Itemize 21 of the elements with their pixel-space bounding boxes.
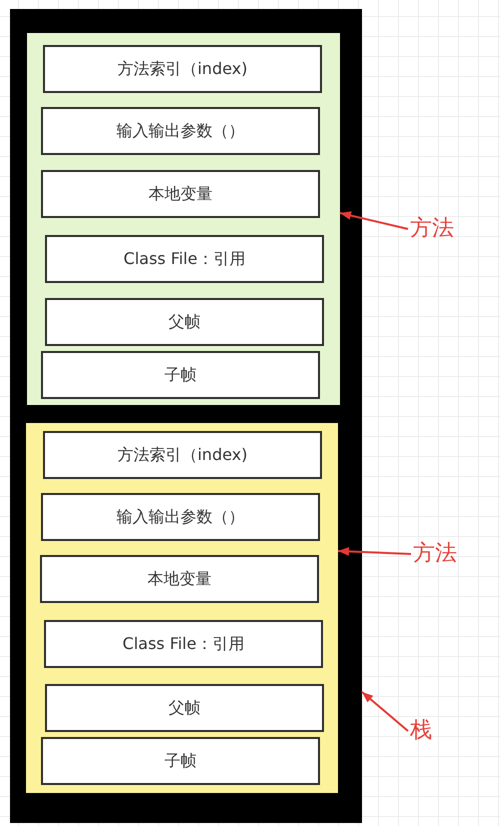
frame-item-box: Class File：引用 bbox=[44, 620, 323, 668]
frame-item-box: 方法索引（index) bbox=[43, 431, 322, 479]
annotation-arrow bbox=[340, 211, 408, 230]
frame-item-box: 输入输出参数（） bbox=[41, 493, 320, 541]
annotation-label: 方法 bbox=[413, 542, 457, 566]
annotation-label: 方法 bbox=[410, 217, 454, 241]
frame-item-box: Class File：引用 bbox=[45, 235, 324, 283]
frame-item-box: 子帧 bbox=[41, 351, 320, 399]
frame-item-box: 子帧 bbox=[41, 737, 320, 785]
frame-panel bbox=[26, 423, 338, 793]
frame-item-box: 方法索引（index) bbox=[43, 45, 322, 93]
frame-item-box: 父帧 bbox=[45, 684, 324, 732]
annotation-arrow bbox=[338, 547, 412, 556]
annotation-arrow bbox=[361, 691, 409, 732]
frame-item-box: 本地变量 bbox=[41, 170, 320, 218]
stack-panel bbox=[10, 9, 362, 823]
frame-item-box: 本地变量 bbox=[40, 555, 319, 603]
frame-item-box: 输入输出参数（） bbox=[41, 107, 320, 155]
annotation-label: 栈 bbox=[410, 719, 432, 743]
frame-panel bbox=[27, 33, 340, 405]
frame-item-box: 父帧 bbox=[45, 298, 324, 346]
